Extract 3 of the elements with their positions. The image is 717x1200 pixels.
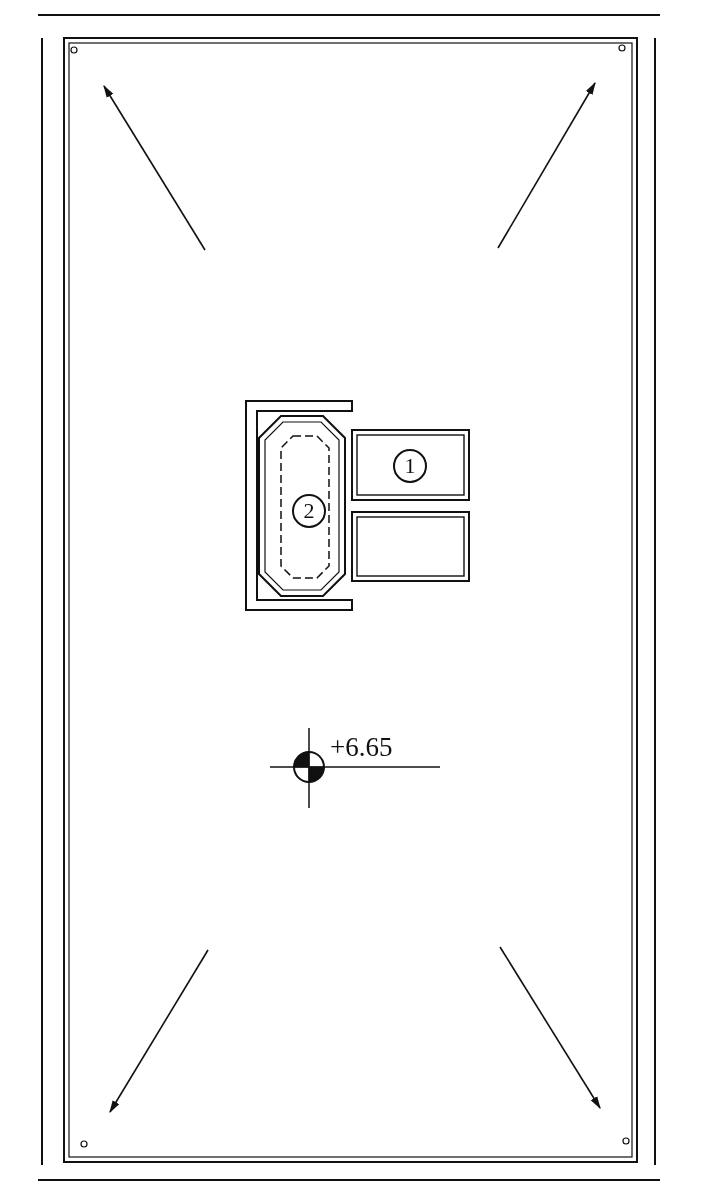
elevation-label: +6.65 <box>330 734 393 761</box>
callout-number: 2 <box>292 494 326 528</box>
callout-number: 1 <box>393 449 427 483</box>
